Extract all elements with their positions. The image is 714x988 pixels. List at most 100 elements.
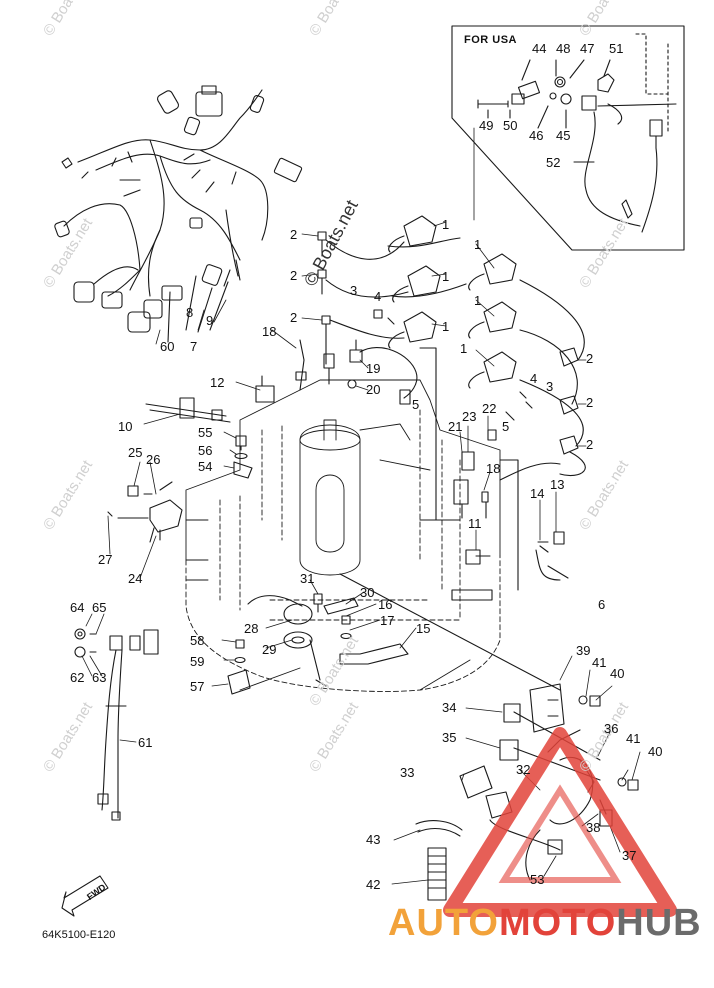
callout-29: 29 [262,642,277,657]
callout-4: 4 [374,289,382,304]
callout-53: 53 [530,872,545,887]
usa-inset-title: FOR USA [464,34,517,46]
callout-24: 24 [128,571,143,586]
callout-33: 33 [400,765,415,780]
brand-part-3: HUB [616,902,702,944]
callout-3: 3 [546,379,554,394]
callout-55: 55 [198,425,213,440]
callout-37: 37 [622,848,637,863]
callout-60: 60 [160,339,175,354]
callout-38: 38 [586,820,601,835]
usa-inset-box [451,25,685,251]
callout-21: 21 [448,419,463,434]
callout-31: 31 [300,571,315,586]
callout-11: 11 [468,516,482,531]
callout-5: 5 [502,419,510,434]
callout-35: 35 [442,730,457,745]
callout-41: 41 [626,731,641,746]
callout-58: 58 [190,633,205,648]
callout-32: 32 [516,762,531,777]
callout-17: 17 [380,613,395,628]
callout-2: 2 [586,437,594,452]
callout-65: 65 [92,600,107,615]
callout-48: 48 [556,41,571,56]
lower-left-harness [74,628,159,821]
callout-15: 15 [416,621,431,636]
brand-part-1: AUTO [388,902,499,944]
callout-2: 2 [586,351,594,366]
callout-8: 8 [186,305,194,320]
callout-26: 26 [146,452,161,467]
spark-plug-wires [317,231,467,365]
brand-part-2: MOTO [498,902,617,944]
callout-54: 54 [198,459,213,474]
callout-5: 5 [412,397,420,412]
wiring-harness [54,85,303,343]
callout-61: 61 [138,735,153,750]
callout-51: 51 [609,41,624,56]
callout-42: 42 [366,877,381,892]
callout-14: 14 [530,486,545,501]
callout-2: 2 [290,268,298,283]
callout-4: 4 [530,371,538,386]
callout-43: 43 [366,832,381,847]
callout-13: 13 [550,477,565,492]
callout-30: 30 [360,585,375,600]
callout-1: 1 [442,217,450,232]
callout-39: 39 [576,643,591,658]
ignition-coils [388,215,586,477]
callout-28: 28 [244,621,259,636]
callout-2: 2 [290,310,298,325]
callout-10: 10 [118,419,133,434]
callout-22: 22 [482,401,497,416]
callout-34: 34 [442,700,457,715]
callout-6: 6 [598,597,606,612]
callout-23: 23 [462,409,477,424]
center-sensor-parts [255,309,569,601]
diagram-code: 64K5100-E120 [42,929,116,941]
callout-47: 47 [580,41,595,56]
callout-19: 19 [366,361,381,376]
callout-64: 64 [70,600,85,615]
callout-7: 7 [190,339,198,354]
fwd-arrow [61,875,109,917]
callout-52: 52 [546,155,561,170]
callout-63: 63 [92,670,107,685]
callout-9: 9 [206,313,214,328]
brand-triangle-logo [443,727,677,917]
leader-lines [81,127,641,885]
callout-1: 1 [474,293,482,308]
callout-1: 1 [460,341,468,356]
callout-1: 1 [442,269,450,284]
callout-12: 12 [210,375,225,390]
callout-1: 1 [474,237,482,252]
callout-25: 25 [128,445,143,460]
callout-20: 20 [366,382,381,397]
callout-2: 2 [290,227,298,242]
callout-40: 40 [610,666,625,681]
callout-36: 36 [604,721,619,736]
callout-59: 59 [190,654,205,669]
callout-18: 18 [262,324,277,339]
callout-41: 41 [592,655,607,670]
callout-49: 49 [479,118,494,133]
callout-27: 27 [98,552,113,567]
callout-40: 40 [648,744,663,759]
brand-logo-text: AUTOMOTOHUB [388,902,702,945]
callout-3: 3 [350,283,358,298]
callout-46: 46 [529,128,544,143]
usa-ignition-parts [477,33,677,233]
callout-18: 18 [486,461,501,476]
left-bracket-parts [107,397,253,543]
lower-center-parts [227,593,409,695]
callout-57: 57 [190,679,205,694]
callout-45: 45 [556,128,571,143]
callout-16: 16 [378,597,393,612]
callout-50: 50 [503,118,518,133]
callout-1: 1 [442,319,450,334]
callout-62: 62 [70,670,85,685]
callout-2: 2 [586,395,594,410]
callout-56: 56 [198,443,213,458]
callout-44: 44 [532,41,547,56]
